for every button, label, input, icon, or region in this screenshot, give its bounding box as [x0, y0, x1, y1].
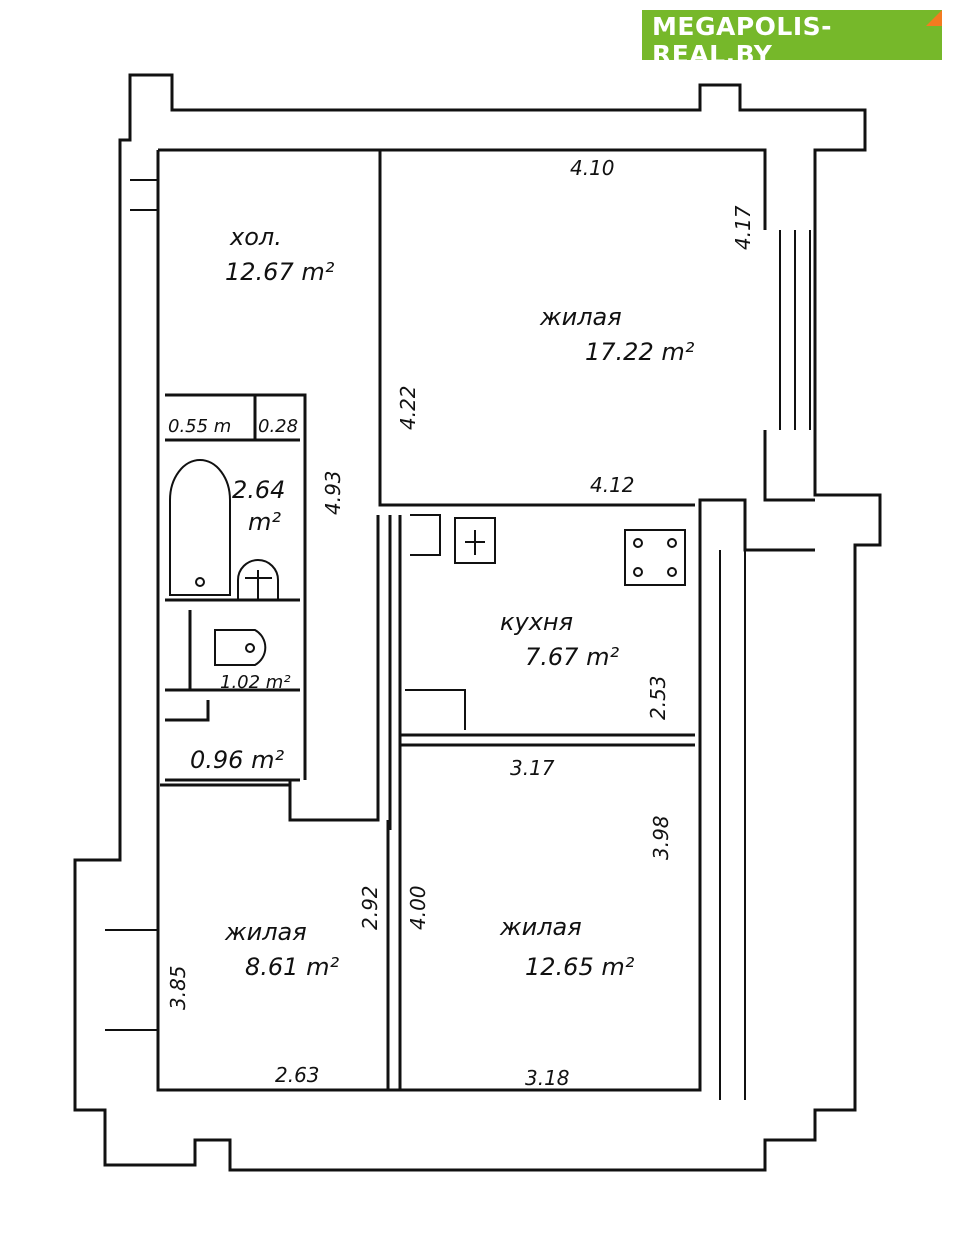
dim-top-height-left: 4.22 — [396, 385, 420, 430]
logo-title: MEGAPOLIS-REAL.BY — [652, 12, 833, 69]
living-right-name: жилая — [499, 913, 582, 941]
dim-right-left: 4.00 — [406, 885, 430, 930]
living-right-area: 12.65 m² — [525, 953, 635, 981]
dim-small-bottom: 2.63 — [275, 1063, 320, 1087]
closet1-area: 0.55 m — [168, 416, 231, 437]
dim-right-bottom: 3.18 — [525, 1066, 570, 1090]
closet2-area: 0.28 — [258, 416, 298, 437]
toilet-area: 1.02 m² — [220, 672, 291, 693]
living-small-name: жилая — [224, 918, 307, 946]
bathroom-area: 2.64 — [232, 476, 285, 504]
living-small-area: 8.61 m² — [245, 953, 339, 981]
outer-walls — [73, 73, 882, 1172]
dim-small-left: 3.85 — [166, 965, 190, 1010]
dim-top-width: 4.10 — [570, 156, 615, 180]
hall-area: 12.67 m² — [225, 258, 335, 286]
kitchen-area: 7.67 m² — [525, 643, 619, 671]
dim-kitchen-height: 2.53 — [646, 675, 670, 720]
kitchen-sink-icon — [454, 517, 496, 564]
dim-kitchen-width: 3.17 — [510, 756, 555, 780]
stove-icon — [624, 529, 686, 586]
living-top-name: жилая — [539, 303, 622, 331]
logo-subtitle: портал о коммерческой недвижимости в Бел… — [652, 70, 899, 82]
dim-small-height: 2.92 — [358, 885, 382, 930]
interior-walls — [160, 150, 695, 1090]
hall-name: хол. — [229, 223, 282, 251]
fixtures — [169, 459, 686, 730]
bathtub-icon — [169, 459, 231, 596]
living-top-area: 17.22 m² — [585, 338, 695, 366]
toilet-icon — [214, 629, 267, 666]
kitchen-name: кухня — [500, 608, 573, 636]
dim-top-height-right: 4.17 — [731, 205, 755, 250]
storage-area: 0.96 m² — [190, 746, 284, 774]
dim-right-height: 3.98 — [649, 815, 673, 860]
sink-icon — [237, 559, 279, 600]
bathroom-unit: m² — [248, 508, 281, 536]
site-logo[interactable]: MEGAPOLIS-REAL.BY портал о коммерческой … — [642, 10, 942, 82]
dim-top-bottom: 4.12 — [590, 473, 635, 497]
dim-hall-length: 4.93 — [321, 470, 345, 515]
